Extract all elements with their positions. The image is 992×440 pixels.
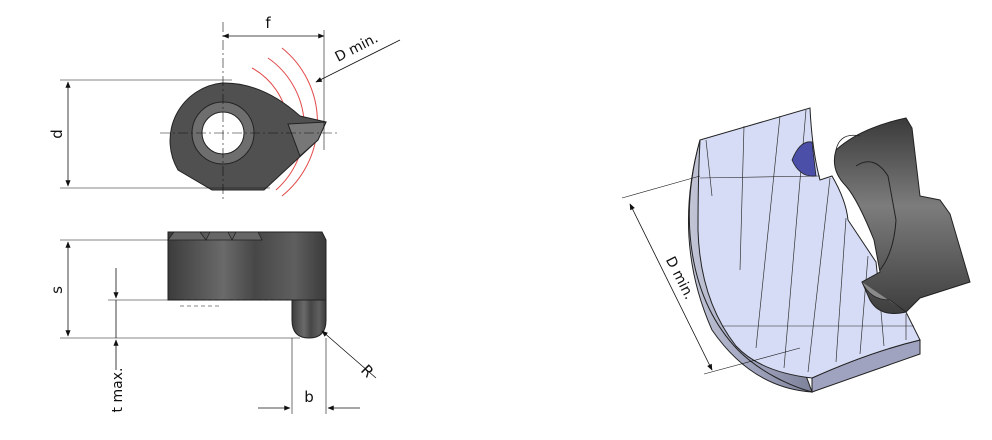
insert-side-view: s t max. b R <box>48 231 377 414</box>
insert-body-side <box>167 231 327 301</box>
insert-chamfer <box>287 121 327 157</box>
workpiece-3d-view: D min. <box>621 107 971 393</box>
label-d: d <box>48 129 66 139</box>
insert-top-view: f D min. d <box>48 14 401 200</box>
insert-teeth <box>167 231 263 241</box>
label-b: b <box>304 388 314 406</box>
label-f: f <box>265 14 271 32</box>
label-dmin-top: D min. <box>333 30 381 65</box>
label-t-max: t max. <box>110 368 126 413</box>
insert-cutting-tip <box>291 299 327 339</box>
workpiece-groove <box>791 141 817 177</box>
label-s: s <box>48 286 66 294</box>
tool-insert-3d <box>833 117 971 314</box>
